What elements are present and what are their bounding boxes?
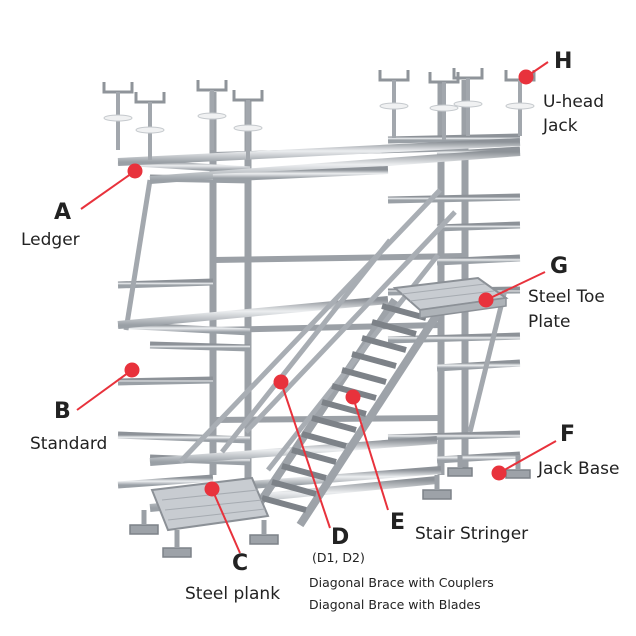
callout-label-c: Steel plank [185,584,281,604]
callout-letter-h: H [554,49,573,74]
callout-label-h-line2: Jack [543,116,578,136]
marker-a [127,163,143,179]
leader-line-a [80,170,136,210]
diagonal-braces [178,188,457,464]
marker-e [345,389,361,405]
callout-desc-d2: Diagonal Brace with Blades [309,597,481,612]
leader-line-f [498,440,557,474]
callout-desc-d1: Diagonal Brace with Couplers [309,575,494,590]
callout-letter-f: F [560,422,576,447]
callout-label-e: Stair Stringer [415,524,529,544]
callout-label-g-line1: Steel Toe [528,287,605,307]
marker-b [124,362,140,378]
right-bay-ledgers [387,133,521,464]
side-diagonal-brace [123,179,153,331]
callout-label-g-line2: Plate [528,312,571,332]
callout-letter-a: A [54,200,72,225]
marker-c [204,481,220,497]
callout-markers [124,69,534,497]
marker-f [491,465,507,481]
marker-d [273,374,289,390]
leader-line-c [211,488,241,554]
marker-g [478,292,494,308]
leader-line-e [352,396,389,511]
steel-plank-upper [392,276,509,319]
callout-variants-d: (D1, D2) [312,550,365,565]
right-diagonal-brace [467,289,508,433]
leader-lines [76,61,557,554]
stair-stringer-right [296,307,444,528]
u-head-jack-nuts [103,100,535,134]
callout-label-f: Jack Base [538,459,620,479]
callout-letter-d: D [331,525,350,550]
leader-line-b [76,369,133,411]
callout-label-b: Standard [30,434,108,454]
callout-label-h-line1: U-head [543,92,605,112]
leader-line-d [280,381,331,529]
callout-label-a: Ledger [21,230,80,250]
steel-plank-lower [150,476,270,532]
callout-letter-b: B [54,399,71,424]
stair-assembly [220,238,444,528]
marker-h [518,69,534,85]
callout-letter-c: C [232,551,249,576]
callout-letter-e: E [390,510,406,535]
callout-letter-g: G [550,254,569,279]
leader-line-g [485,271,546,301]
